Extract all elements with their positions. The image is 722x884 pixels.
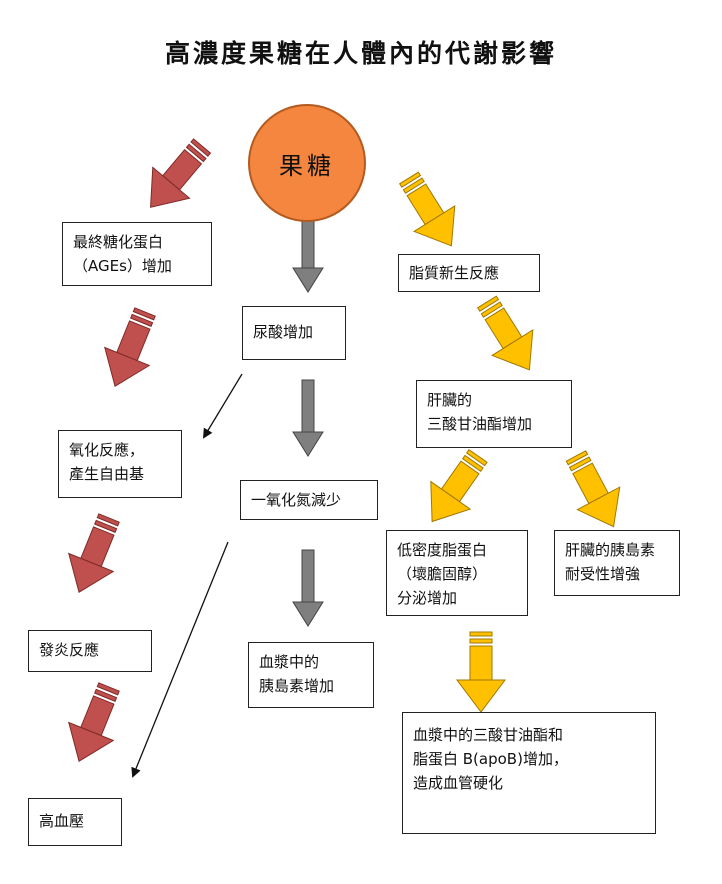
node-ldl: 低密度脂蛋白 （壞膽固醇） 分泌增加 <box>386 530 528 616</box>
node-ldl-line-1: 低密度脂蛋白 <box>397 541 488 559</box>
red-arrow-oxidation-to-inflammation <box>68 513 120 593</box>
gray-arrow-fructose-to-uric <box>292 215 324 293</box>
yellow-arrow-liver-tg-to-insulin-resistance <box>565 450 621 528</box>
node-ages: 最終糖化蛋白 （AGEs）增加 <box>62 222 212 286</box>
red-arrow-ages-to-oxidation <box>104 307 156 387</box>
thin-arrow-to-hypertension <box>131 541 229 778</box>
node-ldl-line-2: （壞膽固醇） <box>397 565 488 583</box>
node-oxidation-line-2: 產生自由基 <box>69 465 145 483</box>
node-lipogenesis-line-1: 脂質新生反應 <box>409 264 500 282</box>
node-lipogenesis: 脂質新生反應 <box>398 254 540 292</box>
node-plasma-tg-line-3: 造成血管硬化 <box>413 774 504 792</box>
node-nitric-oxide-line-1: 一氧化氮減少 <box>251 491 342 509</box>
node-liver-tg-line-2: 三酸甘油酯增加 <box>427 415 533 433</box>
node-ages-line-1: 最終糖化蛋白 <box>73 233 164 251</box>
node-liver-tg: 肝臟的 三酸甘油酯增加 <box>416 380 572 448</box>
gray-arrow-no-to-insulin <box>292 549 324 627</box>
yellow-arrow-lipogenesis-to-liver-tg <box>476 295 534 371</box>
fructose-node: 果糖 <box>248 104 366 222</box>
node-uric-acid: 尿酸增加 <box>242 306 346 360</box>
node-plasma-insulin-line-2: 胰島素增加 <box>259 677 335 695</box>
node-plasma-tg-line-1: 血漿中的三酸甘油酯和 <box>413 726 564 744</box>
node-insulin-resistance-line-1: 肝臟的胰島素 <box>565 541 656 559</box>
node-plasma-tg: 血漿中的三酸甘油酯和 脂蛋白 B(apoB)增加， 造成血管硬化 <box>402 712 656 834</box>
node-uric-acid-line-1: 尿酸增加 <box>253 323 314 341</box>
yellow-arrow-liver-tg-to-ldl <box>430 448 488 523</box>
thin-arrow-uric-to-oxidation <box>202 373 243 439</box>
node-oxidation-line-1: 氧化反應， <box>69 441 145 459</box>
node-nitric-oxide: 一氧化氮減少 <box>240 480 378 520</box>
yellow-arrow-ldl-to-plasma-tg <box>456 631 506 713</box>
diagram-title: 高濃度果糖在人體內的代謝影響 <box>164 39 557 68</box>
node-oxidation: 氧化反應， 產生自由基 <box>58 430 182 498</box>
node-liver-tg-line-1: 肝臟的 <box>427 391 473 409</box>
node-insulin-resistance-line-2: 耐受性增強 <box>565 565 641 583</box>
node-ages-line-2: （AGEs）增加 <box>73 257 172 275</box>
gray-arrow-uric-to-no <box>292 379 324 457</box>
node-plasma-insulin: 血漿中的 胰島素增加 <box>248 642 374 708</box>
node-plasma-insulin-line-1: 血漿中的 <box>259 653 320 671</box>
node-inflammation: 發炎反應 <box>28 630 152 672</box>
red-arrow-inflammation-to-hypertension <box>68 682 120 762</box>
node-hypertension: 高血壓 <box>28 798 122 846</box>
node-hypertension-line-1: 高血壓 <box>39 812 85 830</box>
yellow-arrow-fructose-to-lipogenesis <box>398 171 456 247</box>
node-ldl-line-3: 分泌增加 <box>397 589 458 607</box>
red-arrow-fructose-to-ages <box>150 138 212 208</box>
node-insulin-resistance: 肝臟的胰島素 耐受性增強 <box>554 530 680 596</box>
node-inflammation-line-1: 發炎反應 <box>39 641 100 659</box>
node-plasma-tg-line-2: 脂蛋白 B(apoB)增加， <box>413 750 568 768</box>
